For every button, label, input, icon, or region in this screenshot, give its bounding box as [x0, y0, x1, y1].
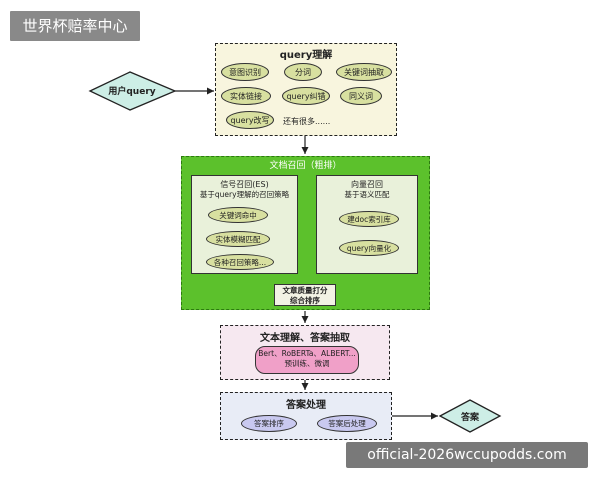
- bubble-entity-link: 实体链接: [221, 87, 271, 105]
- text-understanding-panel: 文本理解、答案抽取 Bert、RoBERTa、ALBERT... 预训练、微调: [220, 325, 390, 380]
- bubble-answer-sort: 答案排序: [241, 415, 297, 432]
- vector-recall-title: 向量召回: [351, 180, 383, 189]
- document-recall-title: 文档召回（粗排）: [269, 161, 342, 171]
- model-line-2: 预训练、微调: [284, 359, 330, 368]
- query-understanding-panel: query理解 意图识别 分词 关键词抽取 实体链接 query纠错 同义词 q…: [215, 43, 397, 136]
- answer-processing-panel: 答案处理 答案排序 答案后处理: [220, 392, 392, 440]
- document-recall-panel: 文档召回（粗排） 信号召回(ES) 基于query理解的召回策略 关键词命中 实…: [181, 156, 430, 310]
- footer-watermark: official-2026wccupodds.com: [346, 442, 588, 468]
- model-line-1: Bert、RoBERTa、ALBERT...: [258, 349, 356, 358]
- signal-recall-subtitle: 基于query理解的召回策略: [199, 190, 290, 199]
- bubble-query-vectorize: query向量化: [339, 240, 399, 256]
- answer-label: 答案: [460, 413, 479, 423]
- bubble-answer-postprocess: 答案后处理: [317, 415, 377, 432]
- vector-recall-subtitle: 基于语义匹配: [344, 190, 390, 199]
- bubble-keyword-hit: 关键词命中: [208, 207, 268, 223]
- brand-watermark: 世界杯赔率中心: [10, 11, 140, 41]
- bubble-entity-fuzzy: 实体模糊匹配: [206, 231, 270, 247]
- vector-recall-box: 向量召回 基于语义匹配 建doc索引库 query向量化: [316, 175, 418, 274]
- bubble-synonym: 同义词: [340, 87, 382, 105]
- scoring-line-1: 文章质量打分: [282, 286, 328, 295]
- answer-processing-title: 答案处理: [286, 400, 326, 411]
- bubble-query-rewrite: query改写: [226, 111, 274, 129]
- user-query-label: 用户query: [108, 87, 156, 97]
- bubble-intent: 意图识别: [221, 63, 269, 81]
- bubble-recall-strategies: 各种召回策略...: [206, 254, 274, 270]
- answer-diamond: [438, 399, 502, 433]
- user-query-diamond: [88, 71, 177, 111]
- bubble-build-doc-index: 建doc索引库: [339, 211, 399, 227]
- signal-recall-title: 信号召回(ES): [220, 180, 269, 189]
- more-items-text: 还有很多......: [283, 117, 331, 126]
- scoring-line-2: 综合排序: [290, 296, 320, 305]
- text-understanding-title: 文本理解、答案抽取: [260, 333, 350, 344]
- model-pill: Bert、RoBERTa、ALBERT... 预训练、微调: [255, 346, 359, 374]
- query-understanding-title: query理解: [279, 50, 333, 61]
- signal-recall-box: 信号召回(ES) 基于query理解的召回策略 关键词命中 实体模糊匹配 各种召…: [191, 175, 298, 274]
- bubble-keyword-extract: 关键词抽取: [336, 63, 392, 81]
- scoring-box: 文章质量打分 综合排序: [274, 284, 336, 306]
- bubble-tokenize: 分词: [284, 63, 322, 81]
- bubble-query-correction: query纠错: [282, 87, 330, 105]
